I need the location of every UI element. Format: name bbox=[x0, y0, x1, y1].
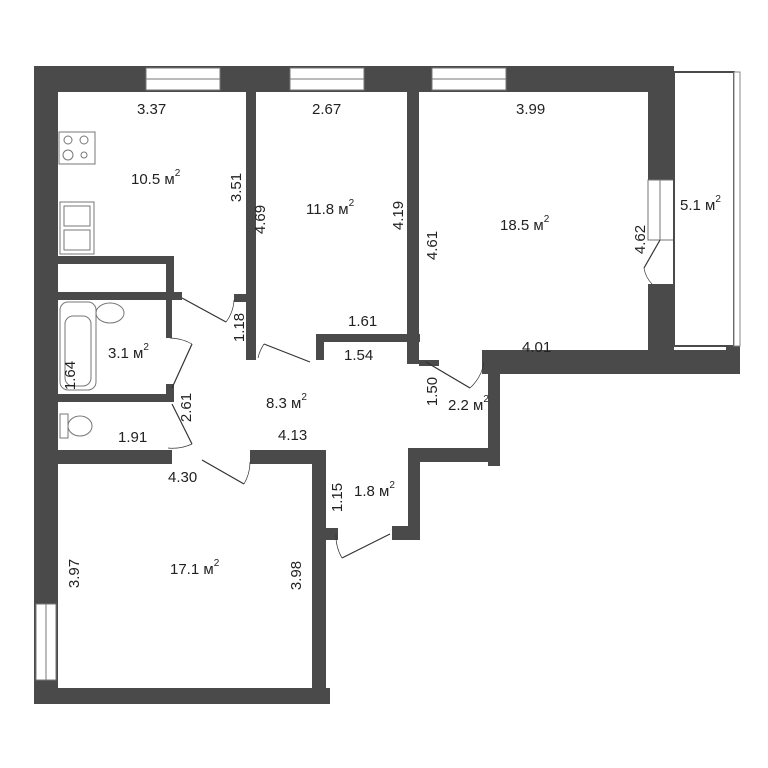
door-swings bbox=[167, 239, 661, 559]
walls bbox=[34, 66, 740, 704]
fixtures bbox=[58, 131, 125, 439]
living-left-length: 4.61 bbox=[424, 230, 442, 261]
bedroom1-bottom: 1.61 bbox=[348, 313, 378, 330]
corridor-length: 1.15 bbox=[329, 482, 347, 513]
hall-1-18: 1.18 bbox=[231, 312, 249, 343]
bedroom1-left-length: 4.69 bbox=[252, 204, 270, 235]
hall-1-54: 1.54 bbox=[344, 347, 374, 364]
bathtub-icon bbox=[59, 301, 97, 391]
stove-icon bbox=[58, 131, 96, 165]
balcony-area: 5.1 м2 bbox=[680, 194, 721, 214]
bedroom1-right-length: 4.19 bbox=[390, 200, 408, 231]
living-area: 18.5 м2 bbox=[500, 214, 550, 234]
living-width: 3.99 bbox=[516, 101, 546, 118]
washbasin-icon bbox=[95, 302, 125, 324]
balcony-outline bbox=[673, 71, 741, 347]
kitchen-length: 3.51 bbox=[228, 172, 246, 203]
closet-area: 2.2 м2 bbox=[448, 394, 489, 414]
bedroom2-right-length: 3.98 bbox=[288, 560, 306, 591]
hall-4-13: 4.13 bbox=[278, 427, 308, 444]
living-bottom: 4.01 bbox=[522, 339, 552, 356]
hall-area: 8.3 м2 bbox=[266, 392, 307, 412]
kitchen-width: 3.37 bbox=[137, 101, 167, 118]
bedroom1-area: 11.8 м2 bbox=[306, 198, 355, 218]
closet-length: 1.50 bbox=[424, 376, 442, 407]
bedroom2-width: 4.30 bbox=[168, 469, 198, 486]
bedroom2-area: 17.1 м2 bbox=[170, 558, 220, 578]
corridor-area: 1.8 м2 bbox=[354, 480, 395, 500]
windows bbox=[35, 67, 675, 681]
toilet-width: 1.91 bbox=[118, 429, 148, 446]
bedroom1-width: 2.67 bbox=[312, 101, 342, 118]
bathroom-area: 3.1 м2 bbox=[108, 342, 149, 362]
sink-icon bbox=[59, 201, 95, 255]
toilet-icon bbox=[67, 415, 93, 437]
kitchen-area: 10.5 м2 bbox=[131, 168, 181, 188]
hall-2-61: 2.61 bbox=[178, 392, 196, 423]
living-right-length: 4.62 bbox=[632, 224, 650, 255]
bathroom-length: 1.64 bbox=[62, 360, 80, 391]
bedroom2-left-length: 3.97 bbox=[66, 558, 84, 589]
